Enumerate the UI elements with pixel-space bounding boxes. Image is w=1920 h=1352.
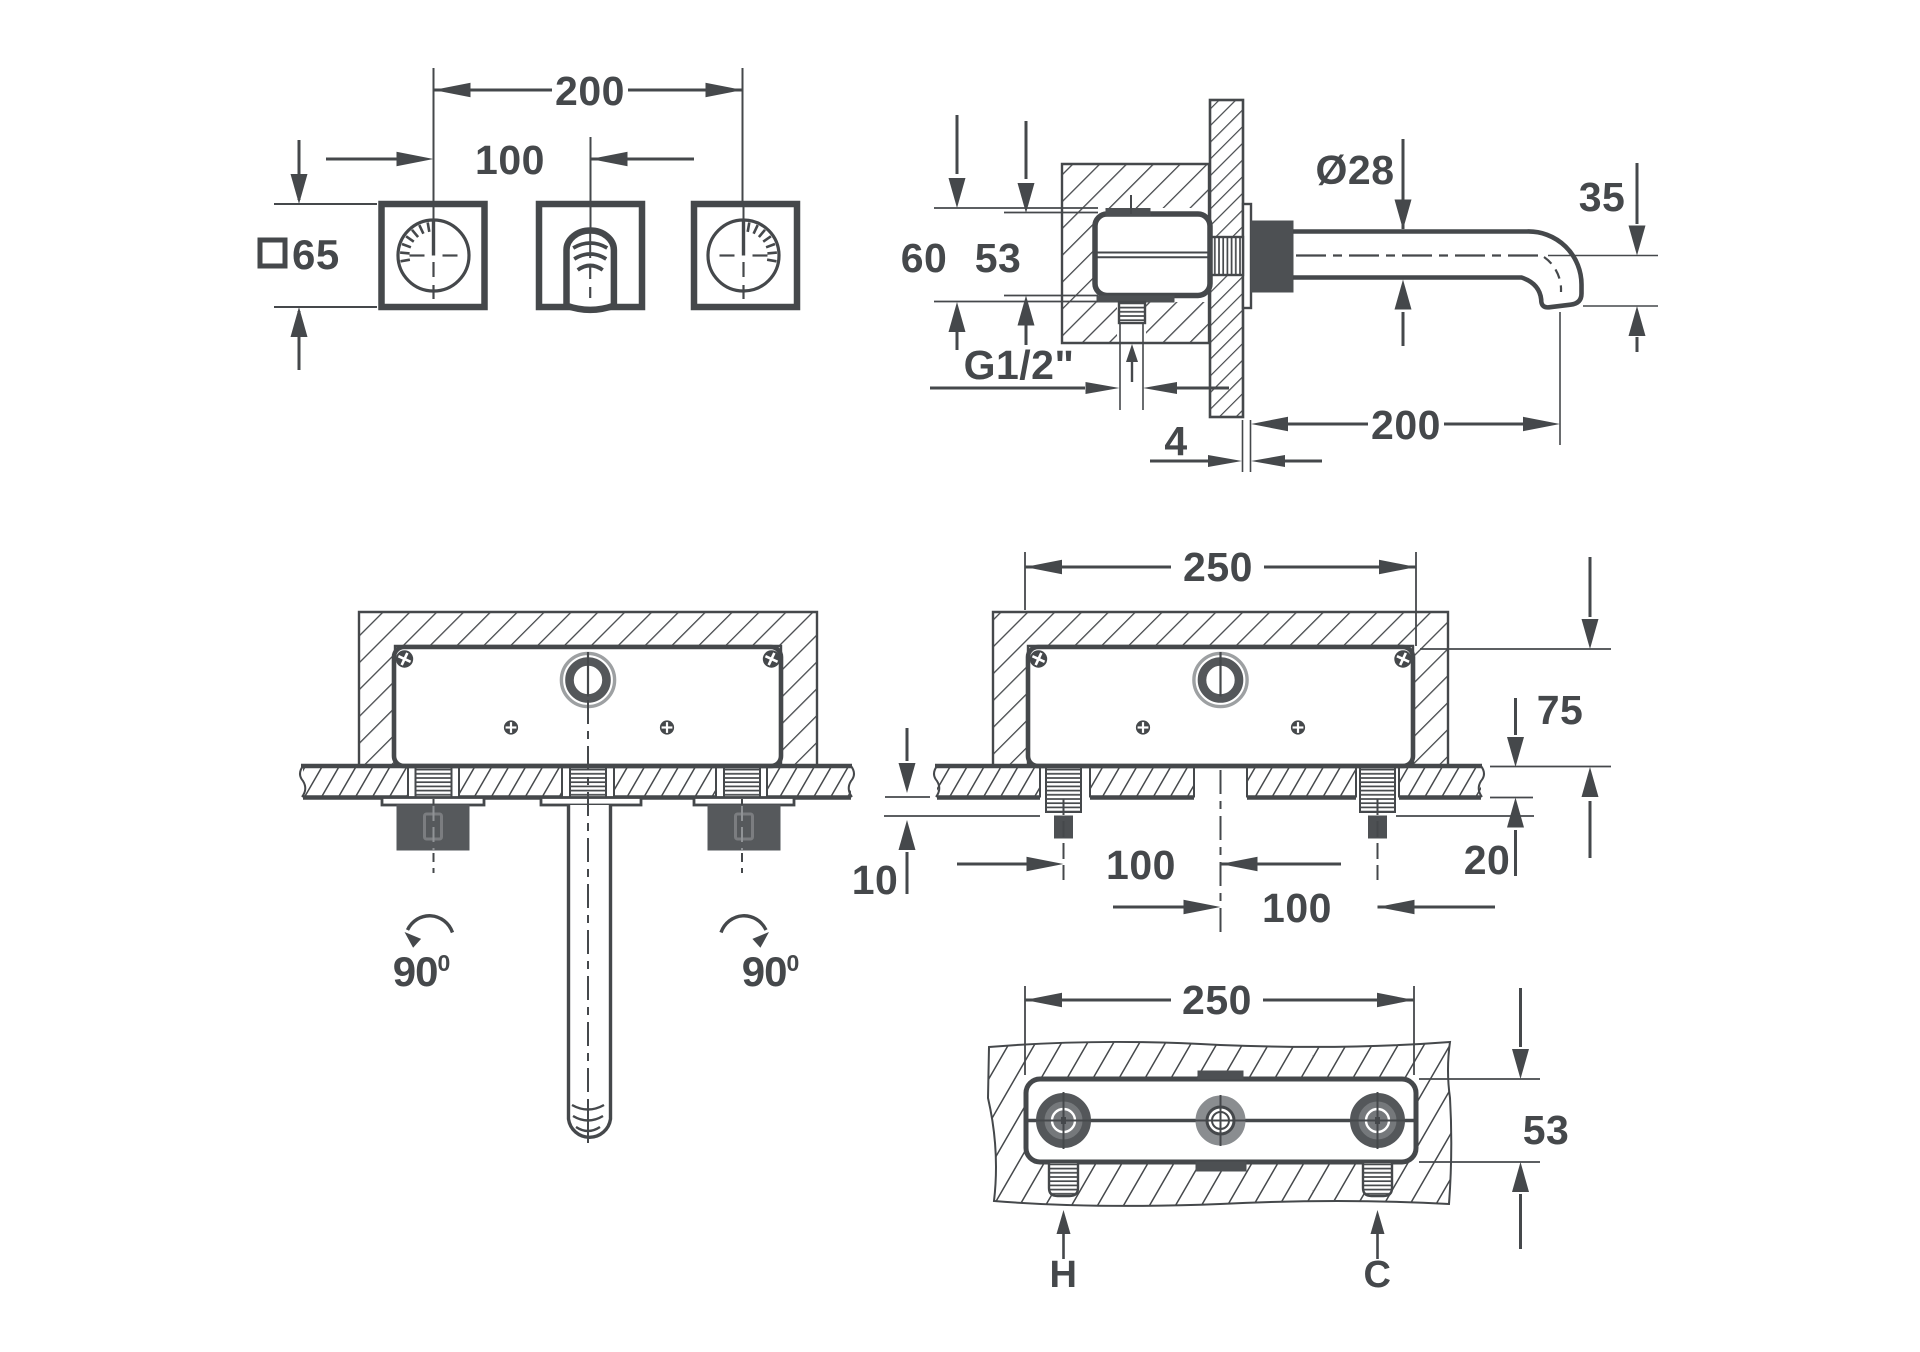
svg-text:53: 53 [975, 235, 1022, 281]
svg-text:C: C [1364, 1254, 1392, 1296]
svg-text:35: 35 [1579, 174, 1626, 220]
svg-text:100: 100 [1262, 885, 1332, 931]
svg-text:4: 4 [1164, 418, 1187, 464]
svg-text:75: 75 [1537, 687, 1584, 733]
svg-text:H: H [1050, 1254, 1078, 1296]
svg-text:53: 53 [1523, 1107, 1570, 1153]
svg-text:200: 200 [555, 68, 625, 114]
svg-text:60: 60 [901, 235, 948, 281]
svg-text:Ø28: Ø28 [1316, 147, 1395, 193]
svg-text:250: 250 [1183, 544, 1253, 590]
svg-text:20: 20 [1464, 837, 1511, 883]
svg-text:65: 65 [292, 231, 340, 278]
svg-text:G1/2": G1/2" [964, 342, 1075, 388]
svg-text:100: 100 [1106, 842, 1176, 888]
svg-text:10: 10 [852, 857, 899, 903]
svg-text:100: 100 [475, 137, 545, 183]
svg-text:200: 200 [1371, 402, 1441, 448]
svg-text:250: 250 [1182, 977, 1252, 1023]
